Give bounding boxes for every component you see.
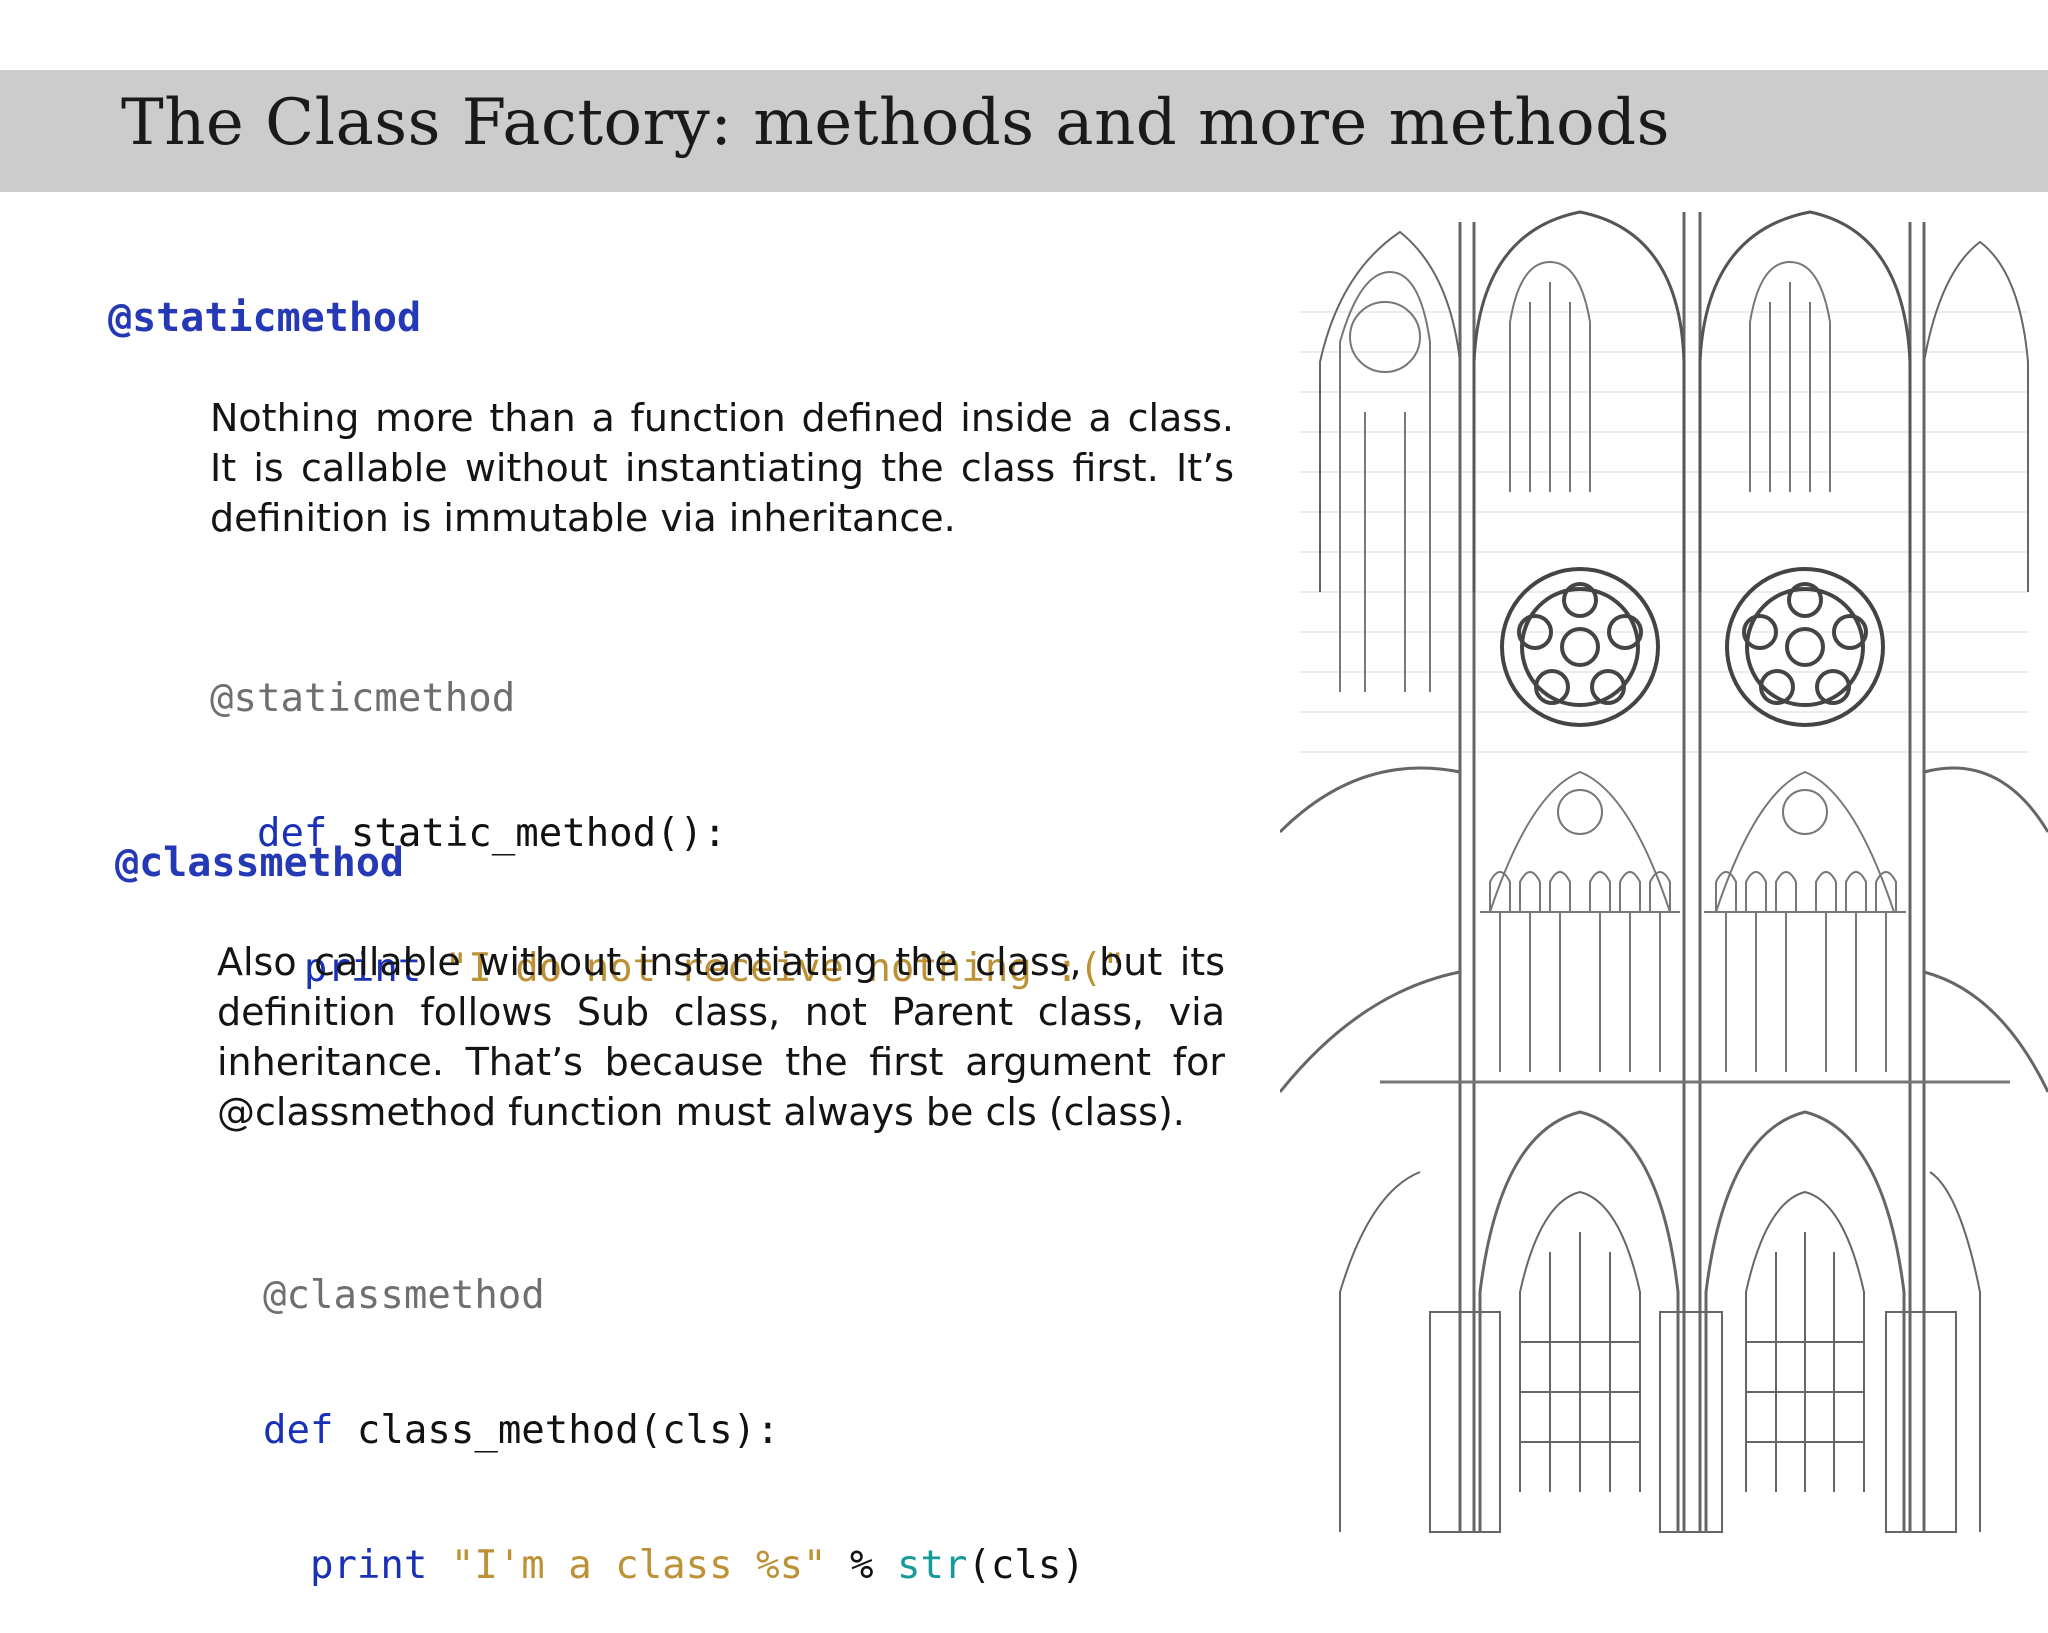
classmethod-heading: @classmethod [115, 840, 404, 886]
code-decorator: @classmethod [263, 1273, 545, 1318]
staticmethod-description: Nothing more than a function defined ins… [210, 396, 1234, 540]
code-builtin-str: str [897, 1543, 968, 1588]
gothic-cathedral-elevation-drawing [1280, 210, 2048, 1533]
slide-title: The Class Factory: methods and more meth… [121, 86, 1670, 160]
code-def-keyword: def [256, 811, 328, 856]
code-call-args: (cls) [967, 1543, 1085, 1588]
code-def-keyword: def [263, 1408, 334, 1453]
code-print-keyword: print [303, 946, 422, 991]
classmethod-code-block: @classmethod def class_method(cls): prin… [263, 1183, 1085, 1633]
classmethod-description: Also callable without instantiating the … [217, 940, 1225, 1134]
code-function-signature: static_method(): [327, 811, 727, 856]
staticmethod-code-block: @staticmethod def static_method(): print… [210, 586, 1126, 1036]
staticmethod-heading: @staticmethod [108, 295, 422, 341]
code-string-literal: "I do not receive nothing :(" [421, 946, 1126, 991]
code-decorator: @staticmethod [210, 676, 516, 721]
code-function-signature: class_method(cls): [333, 1408, 780, 1453]
code-string-literal: "I'm a class %s" [427, 1543, 827, 1588]
code-operator: % [826, 1543, 897, 1588]
code-print-keyword: print [309, 1543, 428, 1588]
title-bar [0, 70, 2048, 192]
